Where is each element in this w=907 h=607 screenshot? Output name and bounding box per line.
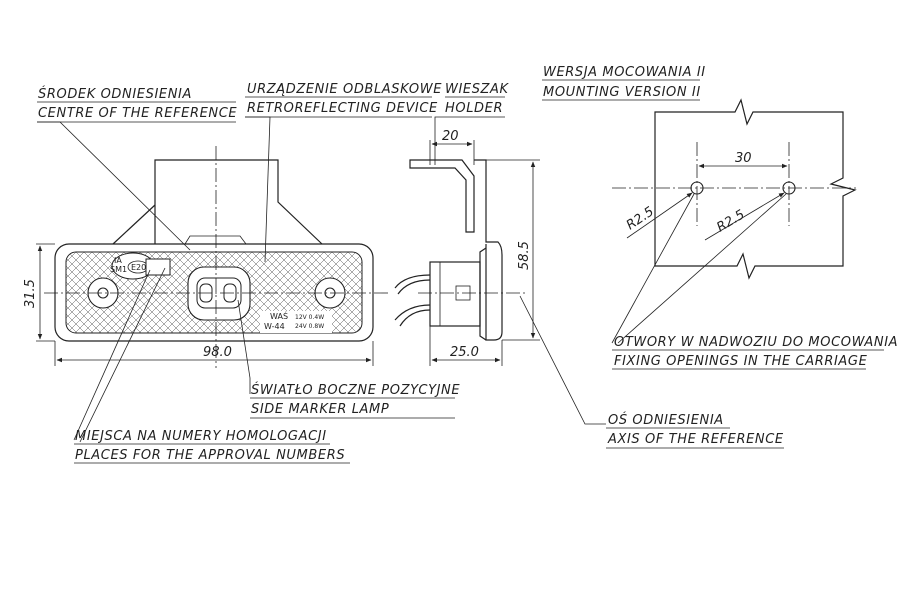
label-holder-en: HOLDER <box>445 101 503 116</box>
label-axis-en: AXIS OF THE REFERENCE <box>607 432 784 447</box>
dim-width: 98.0 <box>203 345 232 360</box>
mounting-view: 30 R2.5 R2.5 <box>612 98 857 280</box>
wire-lower-2 <box>399 309 431 327</box>
leader-approval-1 <box>73 269 151 441</box>
leader-retro <box>245 116 271 263</box>
mark-e20: E20 <box>131 263 146 272</box>
leader-axis <box>519 295 606 425</box>
mark-w44: W-44 <box>264 322 285 331</box>
mark-12v: 12V 0.4W <box>295 314 324 321</box>
label-retro-pl: URZĄDZENIE ODBLASKOWE <box>247 82 442 97</box>
leader-openings-2 <box>617 193 787 344</box>
label-openings-en: FIXING OPENINGS IN THE CARRIAGE <box>614 354 868 369</box>
voltage-mark: WAŚ W-44 12V 0.4W 24V 0.8W <box>260 310 332 333</box>
radius-left-leader <box>626 192 693 239</box>
annotations: ŚRODEK ODNIESIENIA CENTRE OF THE REFEREN… <box>37 65 898 464</box>
label-approval-en: PLACES FOR THE APPROVAL NUMBERS <box>75 448 345 463</box>
wire-upper-2 <box>397 279 431 295</box>
label-mounting-pl: WERSJA MOCOWANIA II <box>543 65 706 80</box>
bracket-outline <box>154 159 323 245</box>
lamp-body <box>54 243 374 342</box>
bracket-inner <box>184 235 247 245</box>
mark-sm1: SM1 <box>110 265 127 274</box>
mark-ia: IA <box>114 256 122 265</box>
label-mounting-en: MOUNTING VERSION II <box>543 85 701 100</box>
bracket-left-slope <box>112 204 156 245</box>
connector-block <box>429 261 481 327</box>
label-centre-pl: ŚRODEK ODNIESIENIA <box>38 86 192 102</box>
label-retro-en: RETROREFLECTING DEVICE <box>247 101 438 116</box>
label-approval-pl: MIEJSCA NA NUMERY HOMOLOGACJI <box>75 429 327 444</box>
leader-holder <box>434 116 445 165</box>
dim-holder: 20 <box>442 129 459 144</box>
label-axis-pl: OŚ ODNIESIENIA <box>608 412 724 428</box>
label-lamp-pl: ŚWIATŁO BOCZNE POZYCYJNE <box>251 382 460 398</box>
carriage-panel-break <box>654 98 857 280</box>
approval-mark: IA SM1 E20 <box>110 252 171 280</box>
housing-profile <box>474 159 503 341</box>
dim-radius-right: R2.5 <box>714 207 747 235</box>
radius-right-leader <box>704 192 785 241</box>
wire-upper <box>394 274 431 289</box>
holder-profile <box>409 159 475 233</box>
dim-total-height: 58.5 <box>517 241 532 270</box>
leader-approval-2 <box>79 267 166 443</box>
label-centre-en: CENTRE OF THE REFERENCE <box>38 106 237 121</box>
lens-profile <box>479 247 487 341</box>
side-marker-lamp-window <box>187 266 251 321</box>
dim-depth: 25.0 <box>450 345 479 360</box>
label-lamp-en: SIDE MARKER LAMP <box>251 402 389 417</box>
label-holder-pl: WIESZAK <box>445 82 510 97</box>
leader-lamp <box>237 299 251 394</box>
leader-openings-1 <box>611 193 695 344</box>
mark-24v: 24V 0.8W <box>295 323 324 330</box>
label-openings-pl: OTWORY W NADWOZIU DO MOCOWANIA <box>614 335 898 350</box>
dim-height: 31.5 <box>23 279 38 308</box>
front-view: IA SM1 E20 WAŚ W-44 12V 0.4W 24V 0.8W 98… <box>23 146 388 368</box>
dim-hole-spacing: 30 <box>735 151 752 166</box>
mark-was: WAŚ <box>270 310 288 321</box>
side-view: 20 58.5 25.0 <box>394 129 540 366</box>
wire-lower <box>394 304 431 321</box>
leader-centre <box>37 121 191 251</box>
